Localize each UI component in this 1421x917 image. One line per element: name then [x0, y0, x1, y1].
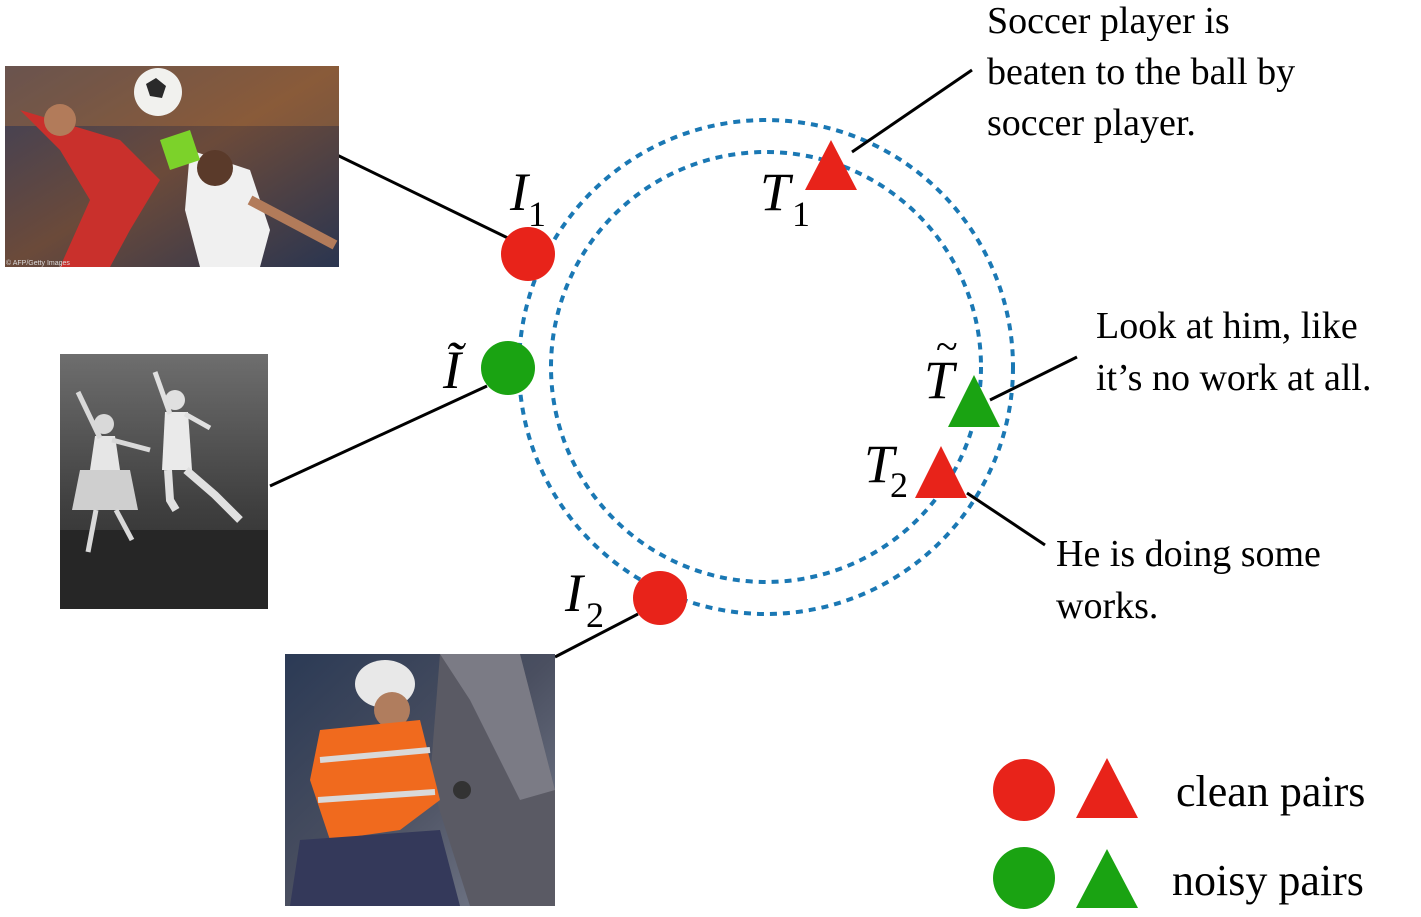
image-marker-i1: [501, 227, 555, 281]
label-i2: I 2: [564, 563, 604, 635]
legend: clean pairs noisy pairs: [993, 758, 1365, 909]
worker-photo: [285, 654, 555, 906]
svg-text:I: I: [509, 162, 531, 222]
connector-t2: [966, 491, 1046, 547]
connector-t1: [851, 68, 973, 154]
svg-text:1: 1: [528, 194, 546, 234]
caption-t1-line-3: soccer player.: [987, 102, 1196, 144]
svg-text:T: T: [924, 350, 958, 410]
connector-lines: [269, 68, 1078, 659]
label-t1: T 1: [760, 162, 810, 234]
caption-t1-line-1: Soccer player is: [987, 0, 1230, 42]
svg-text:I: I: [564, 563, 586, 623]
dancers-photo: [60, 354, 268, 609]
legend-clean-circle: [993, 759, 1055, 821]
outer-ring: [517, 118, 1015, 616]
caption-t-tilde: Look at him, like it’s no work at all.: [1096, 305, 1371, 399]
connector-i2: [554, 612, 639, 659]
svg-text:2: 2: [890, 465, 908, 505]
legend-clean-triangle: [1076, 758, 1138, 818]
photo-credit: © AFP/Getty Images: [6, 259, 70, 267]
svg-text:T: T: [760, 162, 794, 222]
text-marker-t2: [915, 446, 967, 498]
svg-text:~: ~: [936, 324, 958, 369]
legend-noisy-circle: [993, 847, 1055, 909]
caption-t-tilde-line-2: it’s no work at all.: [1096, 357, 1371, 399]
caption-t2: He is doing some works.: [1056, 533, 1321, 627]
label-t2: T 2: [864, 434, 908, 505]
soccer-photo: © AFP/Getty Images: [5, 66, 339, 267]
caption-t1: Soccer player is beaten to the ball by s…: [987, 0, 1295, 144]
connector-i-tilde: [269, 384, 488, 488]
legend-clean-label: clean pairs: [1176, 767, 1365, 816]
inner-ring: [549, 150, 983, 584]
svg-text:1: 1: [792, 194, 810, 234]
caption-t2-line-2: works.: [1056, 585, 1158, 627]
caption-t-tilde-line-1: Look at him, like: [1096, 305, 1358, 347]
connector-i1: [336, 153, 513, 242]
markers: [481, 140, 1000, 625]
embedding-rings: [517, 118, 1015, 616]
svg-text:T: T: [864, 434, 898, 494]
svg-text:2: 2: [586, 595, 604, 635]
svg-text:Ĩ: Ĩ: [442, 340, 466, 400]
text-marker-t1: [805, 140, 857, 190]
legend-noisy-label: noisy pairs: [1172, 856, 1364, 905]
caption-t1-line-2: beaten to the ball by: [987, 51, 1295, 93]
image-marker-i-tilde: [481, 341, 535, 395]
caption-t2-line-1: He is doing some: [1056, 533, 1321, 575]
label-i-tilde: Ĩ: [442, 340, 466, 400]
label-i1: I 1: [509, 162, 546, 234]
label-t-tilde: T ~: [924, 324, 958, 410]
image-marker-i2: [633, 571, 687, 625]
legend-noisy-triangle: [1076, 849, 1138, 908]
text-marker-t-tilde: [948, 375, 1000, 427]
connector-t-tilde: [989, 355, 1078, 402]
